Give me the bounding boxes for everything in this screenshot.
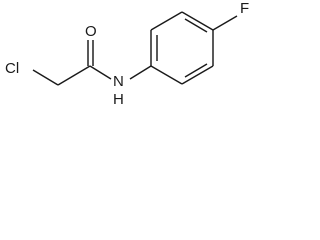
bond-ring-fluorine xyxy=(212,15,238,31)
bond-carbonyl-nitrogen xyxy=(89,65,112,80)
bond-ch2-carbonyl xyxy=(57,65,91,86)
oxygen-label: O xyxy=(85,23,97,40)
chlorine-label: Cl xyxy=(5,60,19,77)
ring-inner-double-bond xyxy=(184,63,208,78)
ring-bond xyxy=(181,11,214,31)
bond-cl-ch2 xyxy=(32,69,59,86)
nitrogen-label: N xyxy=(113,73,124,90)
chemical-structure: Cl O N H F xyxy=(5,0,249,108)
bond-nitrogen-ring xyxy=(129,65,152,80)
hydrogen-label: H xyxy=(113,91,124,108)
ring-bond xyxy=(181,65,214,85)
ring-inner-double-bond xyxy=(184,18,208,33)
benzene-ring xyxy=(150,11,214,85)
ring-bond xyxy=(150,11,183,31)
fluorine-label: F xyxy=(240,0,249,17)
ring-bond xyxy=(150,65,183,85)
